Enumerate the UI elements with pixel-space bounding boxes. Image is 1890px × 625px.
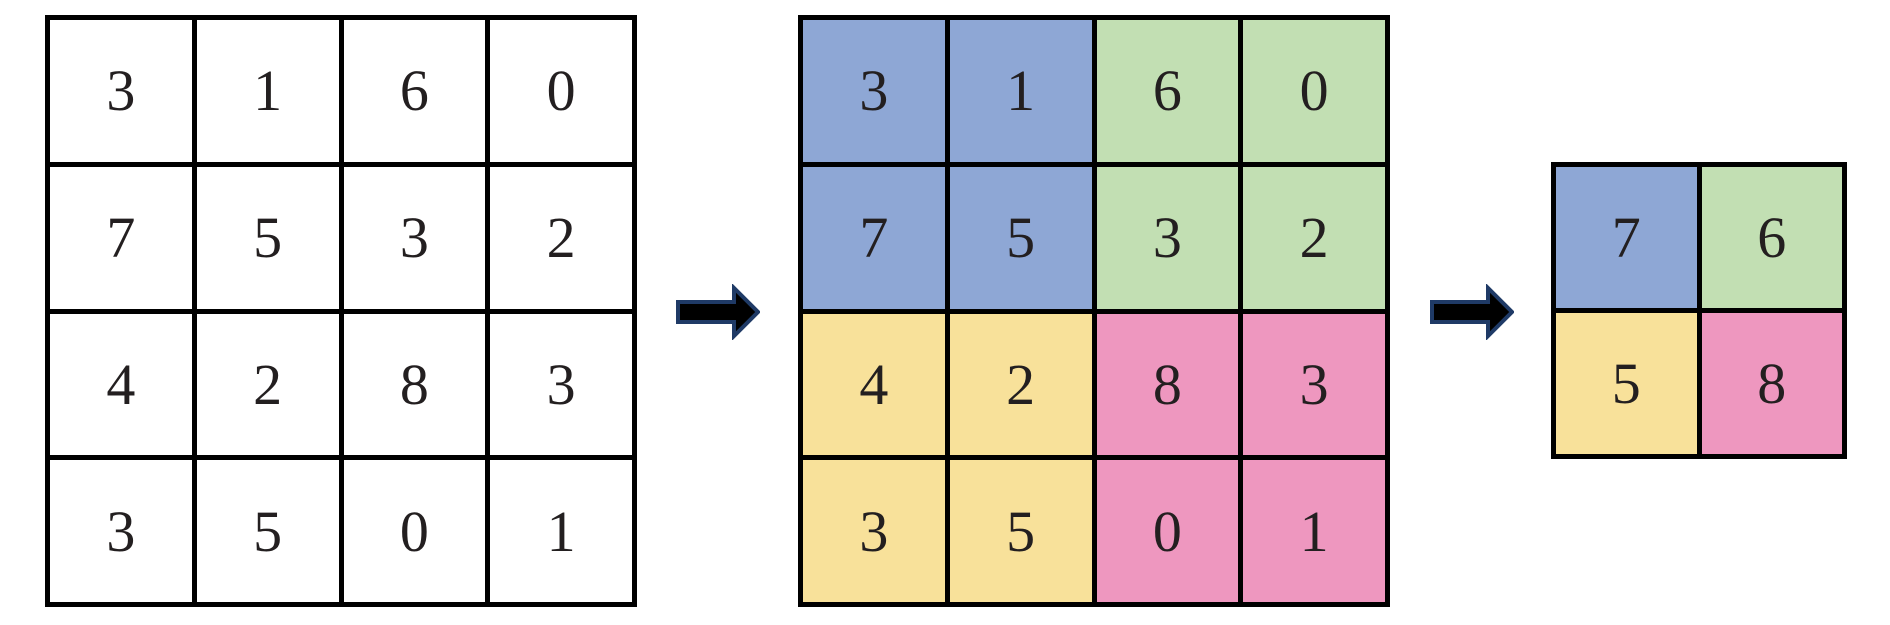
output-cell-r2-c2: 8 (1701, 313, 1842, 454)
input-cell-r1-c3: 6 (343, 20, 486, 162)
pooled-cell-r4-c2: 5 (949, 460, 1092, 602)
right-arrow-icon (676, 284, 760, 340)
input-cell-r3-c2: 2 (196, 313, 339, 456)
input-cell-r1-c4: 0 (490, 20, 632, 162)
pooled-cell-r3-c4: 3 (1243, 313, 1385, 456)
pooled-cell-r3-c2: 2 (949, 313, 1092, 456)
pooled-cell-r2-c2: 5 (949, 166, 1092, 309)
input-cell-r2-c2: 5 (196, 166, 339, 309)
input-cell-r4-c3: 0 (343, 460, 486, 602)
input-cell-r4-c1: 3 (50, 460, 192, 602)
pooled-cell-r1-c1: 3 (803, 20, 945, 162)
pooled-cell-r4-c3: 0 (1096, 460, 1239, 602)
input-cell-r1-c2: 1 (196, 20, 339, 162)
input-cell-r2-c3: 3 (343, 166, 486, 309)
input-cell-r2-c1: 7 (50, 166, 192, 309)
output-cell-r2-c1: 5 (1556, 313, 1697, 454)
input-cell-r2-c4: 2 (490, 166, 632, 309)
pooled-cell-r3-c1: 4 (803, 313, 945, 456)
input-cell-r4-c2: 5 (196, 460, 339, 602)
input-cell-r3-c4: 3 (490, 313, 632, 456)
output-cell-r1-c2: 6 (1701, 167, 1842, 308)
right-arrow-icon (1430, 284, 1514, 340)
input-cell-r3-c3: 8 (343, 313, 486, 456)
output-cell-r1-c1: 7 (1556, 167, 1697, 308)
pooled-cell-r4-c4: 1 (1243, 460, 1385, 602)
pooled-cell-r2-c4: 2 (1243, 166, 1385, 309)
pooled-cell-r1-c3: 6 (1096, 20, 1239, 162)
input-cell-r1-c1: 3 (50, 20, 192, 162)
pooled-cell-r2-c1: 7 (803, 166, 945, 309)
input-cell-r4-c4: 1 (490, 460, 632, 602)
pooled-cell-r4-c1: 3 (803, 460, 945, 602)
pooled-cell-r3-c3: 8 (1096, 313, 1239, 456)
input-cell-r3-c1: 4 (50, 313, 192, 456)
pooled-cell-r1-c4: 0 (1243, 20, 1385, 162)
pooled-cell-r1-c2: 1 (949, 20, 1092, 162)
pooled-cell-r2-c3: 3 (1096, 166, 1239, 309)
